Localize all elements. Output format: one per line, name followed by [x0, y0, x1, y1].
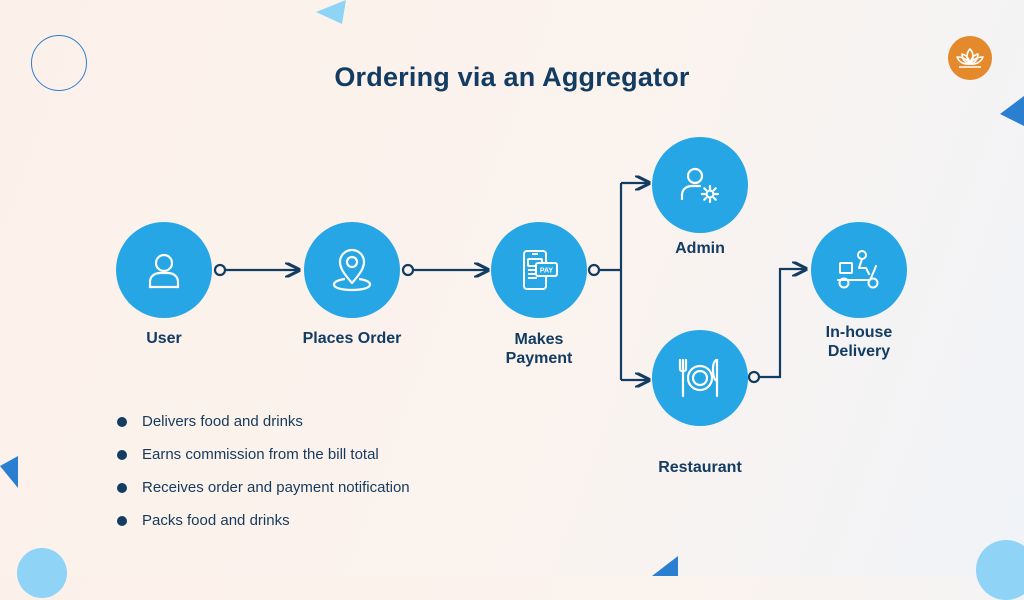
node-user-label: User [146, 330, 182, 347]
node-admin [652, 137, 748, 233]
list-item-text: Earns commission from the bill total [142, 446, 379, 463]
node-restaurant [652, 330, 748, 426]
node-makes-payment-label-line1: Makes [514, 331, 564, 348]
node-makes-payment-label-line2: Payment [505, 350, 573, 367]
plate-cutlery-icon [678, 358, 719, 398]
delivery-scooter-icon [837, 250, 879, 289]
connector-start-dot [747, 370, 761, 384]
bullet-dot [117, 417, 127, 427]
connector-start-dot [587, 263, 601, 277]
lotus-icon [956, 48, 984, 68]
list-item: Delivers food and drinks [117, 410, 410, 443]
node-restaurant-label: Restaurant [658, 459, 742, 476]
node-makes-payment-label: Makes Payment [469, 330, 609, 368]
decor-triangle-left [0, 456, 18, 488]
decor-circle-outline [31, 35, 87, 91]
flow-connectors [213, 0, 1024, 576]
connector-start-dot [213, 263, 227, 277]
node-delivery [811, 222, 907, 318]
list-item-text: Delivers food and drinks [142, 413, 303, 430]
node-places-order-label: Places Order [302, 330, 402, 347]
list-item: Earns commission from the bill total [117, 443, 410, 476]
bullet-dot [117, 450, 127, 460]
list-item-text: Packs food and drinks [142, 512, 290, 529]
decor-triangle-top [316, 0, 346, 24]
user-gear-icon [680, 167, 720, 204]
node-admin-label: Admin [675, 240, 725, 257]
mobile-payment-icon: PAY [523, 250, 558, 290]
bullet-dot [117, 483, 127, 493]
node-delivery-label-line1: In-house [825, 324, 893, 341]
connector-start-dot [401, 263, 415, 277]
legend-bullet-list: Delivers food and drinks Earns commissio… [117, 410, 410, 542]
bullet-dot [117, 516, 127, 526]
list-item-text: Receives order and payment notification [142, 479, 410, 496]
decor-triangle-right [1000, 96, 1024, 126]
user-icon [148, 253, 180, 289]
node-delivery-label-line2: Delivery [827, 343, 891, 360]
node-makes-payment: PAY [491, 222, 587, 318]
location-pin-icon [332, 248, 372, 292]
list-item: Receives order and payment notification [117, 476, 410, 509]
decor-triangle-bottom [652, 556, 678, 576]
page-title: Ordering via an Aggregator [334, 62, 690, 92]
brand-logo [948, 36, 992, 80]
node-places-order [304, 222, 400, 318]
connector-payment-branch [599, 183, 623, 380]
node-delivery-label: In-house Delivery [789, 323, 929, 361]
node-user [116, 222, 212, 318]
connector-restaurant-to-delivery [759, 269, 806, 379]
pay-badge-text: PAY [540, 268, 554, 275]
list-item: Packs food and drinks [117, 509, 410, 542]
